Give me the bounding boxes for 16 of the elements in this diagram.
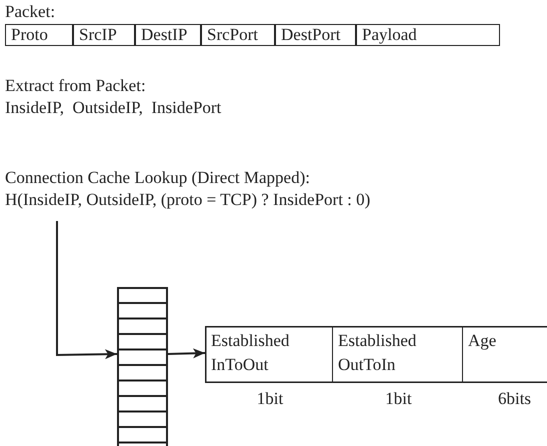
bit-size-label: 1bit: [256, 389, 284, 409]
bit-size-label: 6bits: [496, 389, 532, 409]
table-heading: Packet:: [5, 2, 56, 22]
bit-size-label: 1bit: [384, 389, 413, 409]
field-cell: SrcPort: [201, 24, 275, 46]
field-cell: DestIP: [135, 24, 201, 46]
arrow: [168, 348, 206, 358]
field-cell: DestPort: [275, 24, 356, 46]
field-list: InsideIP, OutsideIP, InsidePort: [5, 98, 222, 118]
section-heading: Connection Cache Lookup (Direct Mapped):: [5, 168, 310, 188]
field-cell: SrcIP: [73, 24, 135, 46]
field-cell: Payload: [356, 24, 500, 46]
hash-formula: H(InsideIP, OutsideIP, (proto = TCP) ? InsidePort : 0): [5, 190, 370, 210]
field-cell: Proto: [5, 24, 73, 46]
section-heading: Extract from Packet:: [5, 76, 146, 96]
arrow: [56, 221, 118, 360]
